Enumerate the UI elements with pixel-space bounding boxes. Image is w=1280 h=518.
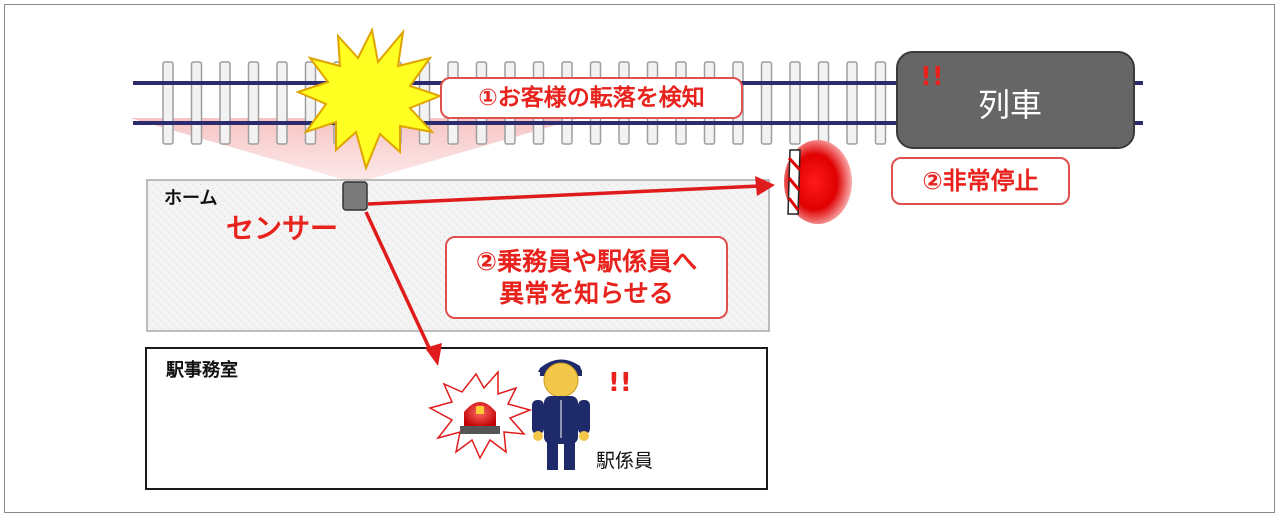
- track-sleeper: [789, 61, 801, 145]
- stop-label: ②非常停止: [922, 167, 1039, 195]
- track-sleeper: [190, 61, 203, 145]
- explosion-burst-icon: [295, 26, 443, 172]
- sensor-detection-beam: [130, 118, 580, 182]
- track-sleeper: [846, 61, 858, 145]
- sensor-box-icon: [342, 181, 368, 211]
- stop-label-box: ②非常停止: [891, 157, 1070, 205]
- station-staff-person-icon: [532, 359, 590, 470]
- track-sleeper: [760, 61, 773, 145]
- track-sleeper: [162, 61, 174, 145]
- notify-label-line1: ②乗務員や駅係員へ: [475, 247, 698, 276]
- rotating-warning-lamp-icon: [428, 370, 533, 460]
- track-sleeper: [817, 61, 830, 145]
- track-sleeper: [219, 61, 231, 145]
- figure-frame: [4, 4, 1275, 513]
- sensor-label: センサー: [226, 212, 339, 245]
- track-sleeper: [247, 61, 260, 145]
- platform-label: ホーム: [164, 188, 218, 209]
- staff-label: 駅係員: [596, 450, 654, 472]
- staff-alert-mark: !!: [608, 368, 632, 398]
- train-alert-mark: !!: [920, 62, 944, 92]
- detect-label-box: ①お客様の転落を検知: [440, 77, 743, 119]
- train-label: 列車: [978, 86, 1043, 124]
- arrow-to-office: [364, 211, 434, 355]
- rail-bottom: [133, 121, 1143, 125]
- notify-label-line2: 異常を知らせる: [499, 279, 674, 308]
- train-body: [896, 51, 1135, 149]
- track-sleeper: [874, 61, 887, 145]
- arrow-to-stop-signal: [367, 184, 761, 206]
- office-label: 駅事務室: [166, 360, 238, 381]
- notify-label-box: ②乗務員や駅係員へ 異常を知らせる: [445, 236, 728, 319]
- track-sleeper: [276, 61, 288, 145]
- red-stop-light-icon: [784, 140, 852, 224]
- detect-label: ①お客様の転落を検知: [478, 85, 705, 111]
